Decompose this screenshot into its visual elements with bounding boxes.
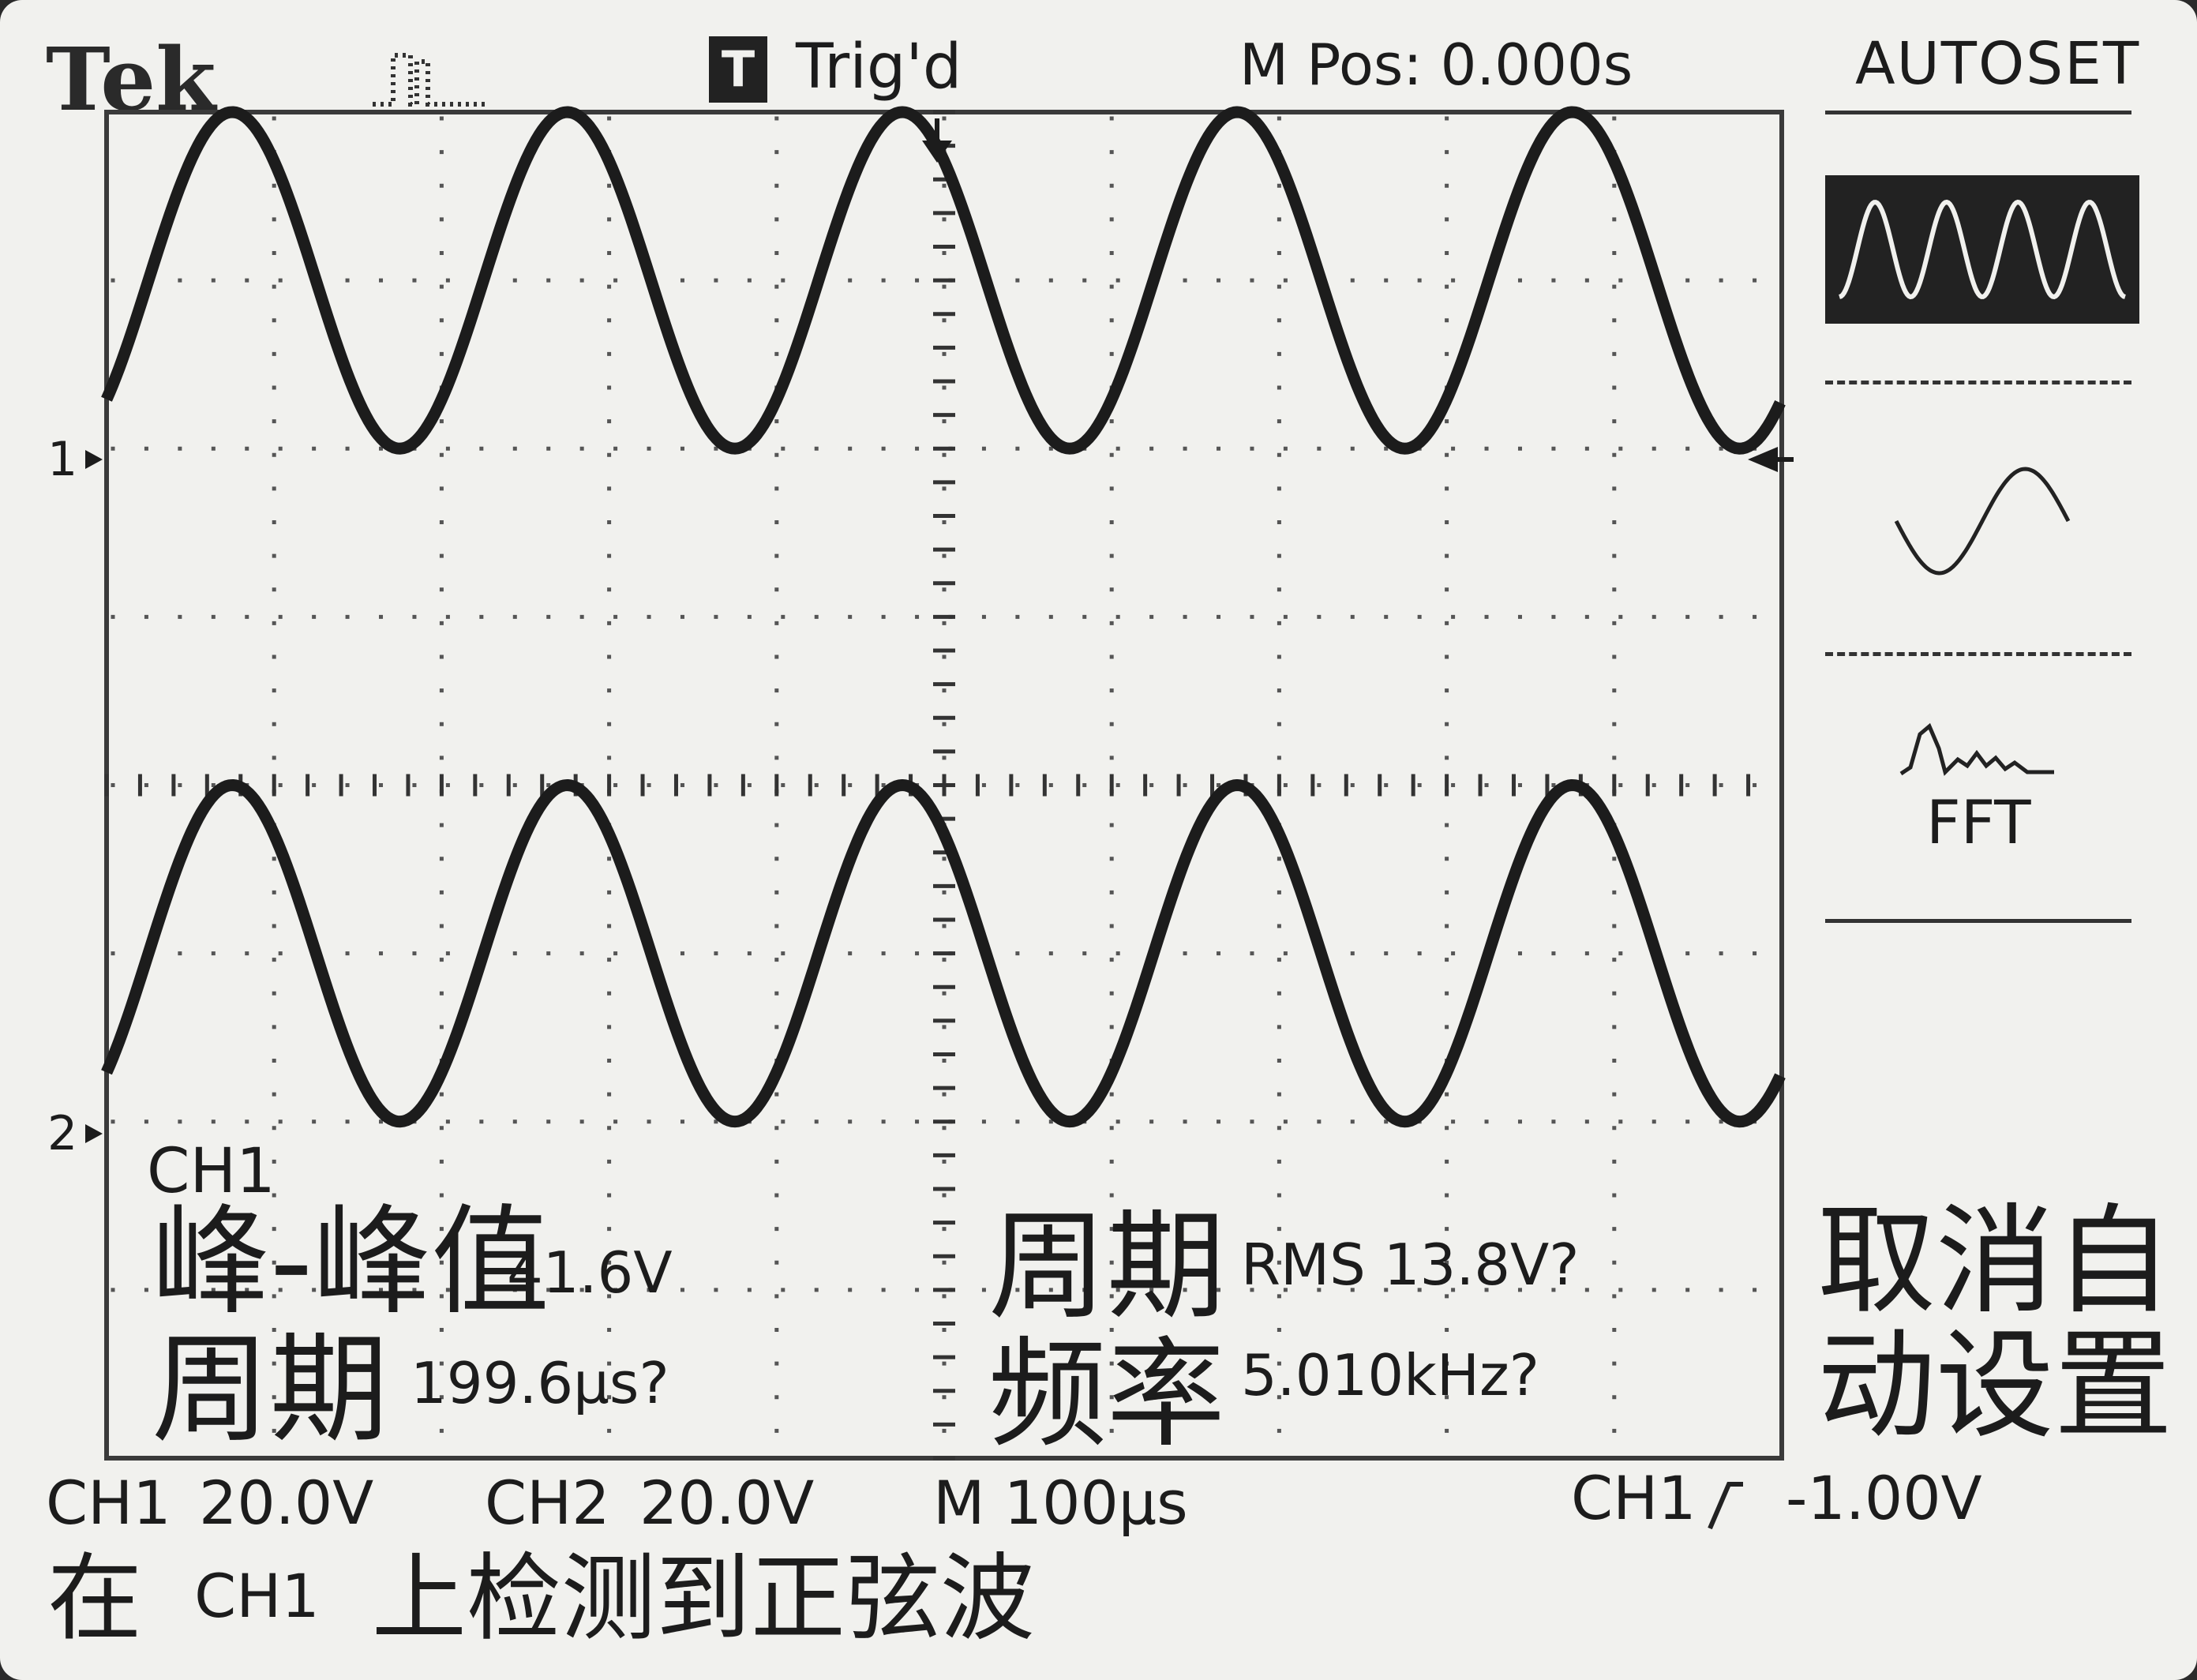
menu-divider bbox=[1825, 652, 2131, 656]
ch1-ground-marker: 1 bbox=[47, 432, 78, 487]
main-position-readout: M Pos: 0.000s bbox=[1239, 32, 1633, 98]
ch2-ground-arrow-icon bbox=[85, 1124, 103, 1143]
fft-spectrum-icon bbox=[1899, 722, 2054, 776]
peak-to-peak-value: 41.6V bbox=[507, 1239, 673, 1306]
timebase-readout: M 100µs bbox=[933, 1468, 1188, 1538]
trigger-level: -1.00V bbox=[1786, 1463, 1982, 1533]
peak-to-peak-label: 峰-峰值 bbox=[152, 1194, 550, 1331]
autoset-message: 在 CH1 上检测到正弦波 bbox=[47, 1552, 1035, 1647]
message-prefix: 在 bbox=[47, 1544, 142, 1654]
ch2-ground-marker: 2 bbox=[47, 1106, 78, 1161]
fft-label: FFT bbox=[1926, 787, 2031, 857]
menu-divider bbox=[1825, 381, 2131, 384]
trigger-status-icon: T bbox=[709, 36, 767, 103]
menu-item-single-cycle[interactable] bbox=[1825, 442, 2139, 600]
trigger-source: CH1 bbox=[1571, 1463, 1696, 1533]
ch2-waveform-trace bbox=[101, 779, 1786, 1128]
ch1-ground-arrow-icon bbox=[85, 450, 103, 469]
period-label: 周期 bbox=[152, 1322, 389, 1459]
menu-item-multi-cycle[interactable] bbox=[1825, 175, 2139, 324]
brand-logo: Tek bbox=[46, 28, 216, 130]
trigger-level-marker bbox=[1748, 447, 1794, 472]
ch1-label: CH1 bbox=[46, 1468, 171, 1538]
frequency-value: 5.010kHz? bbox=[1241, 1342, 1539, 1408]
trigger-position-marker bbox=[922, 118, 952, 163]
cycle-rms-value: RMS 13.8V? bbox=[1241, 1232, 1580, 1298]
rising-edge-icon bbox=[1708, 1482, 1743, 1530]
frequency-label: 频率 bbox=[988, 1326, 1226, 1464]
cancel-autoset-button[interactable]: 取消自 动设置 bbox=[1817, 1193, 2173, 1455]
graticule-center-ticks bbox=[104, 110, 1751, 1461]
single-cycle-sine-icon bbox=[1894, 467, 2071, 576]
ch2-scale: 20.0V bbox=[639, 1468, 815, 1538]
message-channel: CH1 bbox=[194, 1561, 320, 1631]
message-suffix: 上检测到正弦波 bbox=[371, 1544, 1035, 1654]
menu-divider bbox=[1825, 919, 2131, 923]
cycle-rms-label: 周期 bbox=[988, 1198, 1226, 1336]
multi-cycle-sine-icon bbox=[1839, 199, 2126, 300]
menu-divider bbox=[1825, 111, 2131, 114]
measurement-source: CH1 bbox=[147, 1136, 276, 1207]
period-value: 199.6µs? bbox=[411, 1350, 669, 1416]
menu-title-autoset: AUTOSET bbox=[1855, 30, 2141, 98]
menu-item-fft[interactable] bbox=[1825, 703, 2139, 861]
cancel-autoset-line2: 动设置 bbox=[1817, 1317, 2173, 1455]
ch2-label: CH2 bbox=[485, 1468, 610, 1538]
cancel-autoset-line1: 取消自 bbox=[1817, 1193, 2173, 1330]
ch1-scale: 20.0V bbox=[199, 1468, 374, 1538]
trigger-status: Trig'd bbox=[796, 32, 962, 103]
ch1-waveform-trace bbox=[101, 106, 1786, 455]
